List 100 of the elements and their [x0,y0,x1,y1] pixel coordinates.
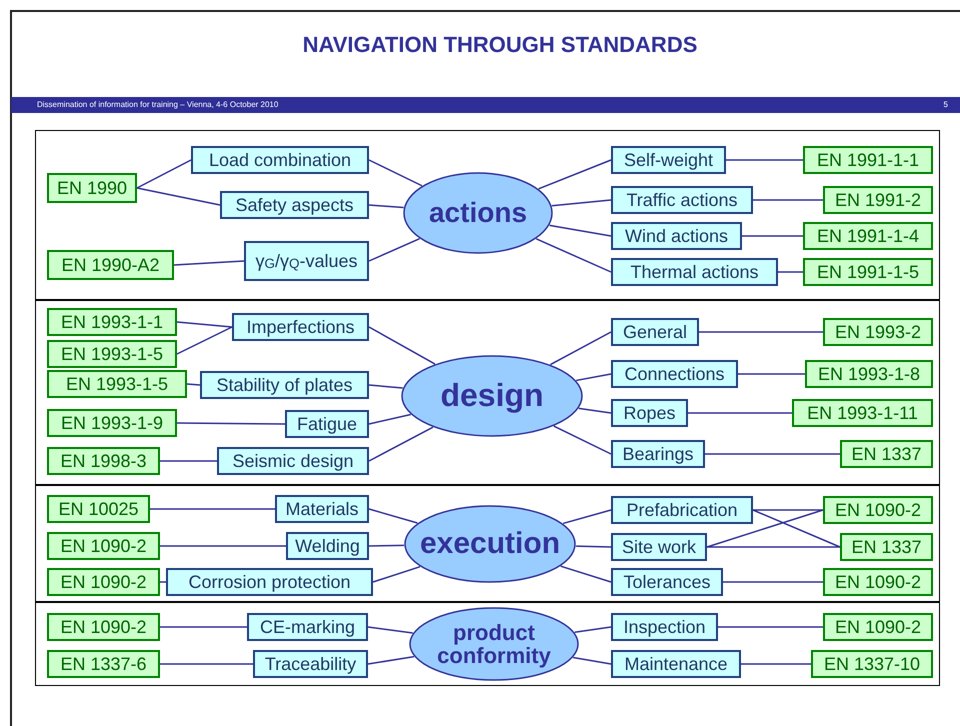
standard-box: EN 1090-2 [47,568,160,596]
standard-box: EN 1090-2 [47,532,160,560]
connector-line [160,460,217,462]
connector-line [706,509,824,548]
connector-line [778,271,803,273]
connector-line [176,326,232,355]
connector-line [726,159,803,161]
topic-box: Self-weight [611,146,726,174]
standard-box: EN 1993-2 [823,318,933,346]
connector-line [723,581,823,583]
connector-line [553,425,612,455]
connector-line [536,238,612,273]
standard-box: EN 1090-2 [823,568,933,596]
standard-box: EN 1993-1-11 [792,399,933,427]
topic-label: design [439,379,545,413]
connector-line [177,422,285,425]
connector-line [578,408,612,414]
connector-line [368,204,404,208]
connector-line [753,199,823,201]
connector-line [738,373,805,375]
topic-box: Wind actions [611,222,742,250]
topic-box: Traffic actions [611,186,753,214]
connector-line [136,187,220,206]
connector-line [160,581,166,583]
topic-ellipse [404,505,576,583]
standard-box: EN 1993-1-5 [47,340,177,368]
topic-ellipse [409,607,579,681]
connector-line [752,509,840,548]
connector-line [538,159,612,190]
standard-box: EN 1337-6 [47,650,160,678]
topic-box: Site work [611,533,707,561]
connector-line [574,626,612,634]
connector-line [368,508,418,524]
connector-line [368,384,403,389]
standard-box: EN 1337-10 [811,650,933,678]
connector-line [576,545,612,548]
standard-box: EN 1990-A2 [47,250,174,280]
topic-box: Thermal actions [611,258,778,286]
connector-line [552,199,612,207]
standard-box: EN 1090-2 [47,613,160,641]
connector-line [753,509,823,511]
topic-box: Safety aspects [220,191,369,219]
topic-box: Stability of plates [200,371,369,399]
standard-box: EN 1991-1-4 [803,222,933,250]
topic-box: CE-marking [247,613,368,641]
connector-line [705,453,840,455]
connector-line [368,544,404,547]
connector-line [368,656,414,665]
connector-line [186,383,200,386]
topic-box: Bearings [611,440,705,468]
topic-box: Ropes [611,399,688,427]
footer-text: Dissemination of information for training – Vienna, 4-6 October 2010 [37,101,278,109]
connector-line [368,414,411,425]
topic-box: Imperfections [232,313,369,341]
standard-box: EN 1993-1-1 [47,308,177,336]
connector-line [550,331,612,366]
connector-line [368,426,434,462]
slide-title: NAVIGATION THROUGH STANDARDS [302,31,698,59]
topic-box: Corrosion protection [166,568,373,596]
standard-box: EN 1993-1-8 [805,360,933,388]
topic-label: actions [428,198,528,228]
topic-box: Inspection [611,613,718,641]
standard-box: EN 1998-3 [47,447,160,475]
topic-ellipse [401,355,583,437]
connector-line [160,663,253,665]
connector-line [136,159,192,189]
connector-line [562,509,612,524]
topic-box: Tolerances [611,568,723,596]
standard-box: EN 1090-2 [823,496,933,524]
topic-box: Load combination [191,146,369,174]
standard-box: EN 1991-1-5 [803,258,933,286]
connector-line [741,663,811,665]
standard-box: EN 1991-1-1 [803,146,933,174]
topic-box: Traceability [253,650,368,678]
topic-label: execution [418,528,562,560]
topic-box: Connections [611,360,738,388]
topic-box: Materials [275,495,369,523]
topic-box: Fatigue [285,410,369,438]
connector-line [176,321,232,328]
connector-line [718,626,823,628]
standard-box: EN 1991-2 [823,186,933,214]
topic-label: product conformity [436,620,552,668]
topic-box: Seismic design [217,447,369,475]
topic-box: γ$_{G}$/γ$_{Q}$-values [244,241,369,281]
connector-line [368,626,413,634]
connector-line [160,545,286,547]
connector-line [707,546,840,548]
page-number: 5 [944,101,948,109]
standard-box: EN 10025 [47,495,150,523]
topic-box: Prefabrication [611,496,753,524]
topic-box: Maintenance [611,650,741,678]
connector-line [368,326,436,365]
connector-line [549,224,612,237]
standard-box: EN 1993-1-9 [47,409,177,437]
connector-line [699,331,823,333]
connector-line [573,656,612,665]
standard-box: EN 1090-2 [823,613,933,641]
connector-line [576,373,612,382]
connector-line [688,412,792,414]
connector-line [150,508,275,510]
